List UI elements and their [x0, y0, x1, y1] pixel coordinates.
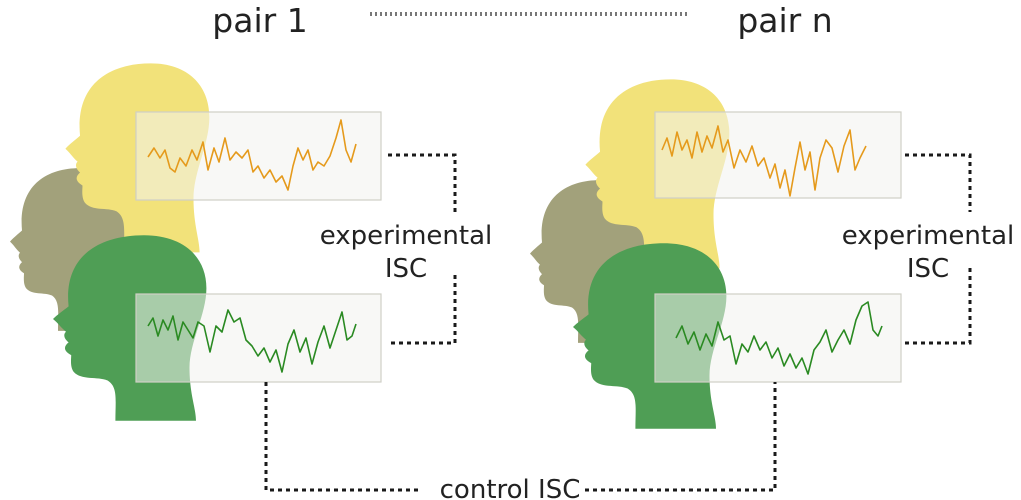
control-isc-connector [264, 382, 777, 492]
lower-signal-box [135, 293, 382, 383]
experimental-label-line2: ISC [907, 254, 949, 284]
upper-signal-box [654, 111, 902, 199]
control-isc-label: control ISC [440, 475, 581, 500]
pair-n-label: pair n [737, 1, 832, 40]
experimental-isc-connector [388, 153, 457, 345]
upper-signal-box [135, 111, 382, 201]
pair-1-group: experimental ISC [10, 63, 493, 421]
lower-signal-trace [675, 301, 883, 375]
upper-signal-trace [661, 125, 867, 197]
lower-signal-box [654, 293, 902, 383]
lower-signal-trace [147, 309, 357, 373]
pair-1-label: pair 1 [212, 1, 307, 40]
experimental-label-line1: experimental [320, 221, 493, 251]
experimental-label-line2: ISC [385, 254, 427, 284]
upper-signal-trace [147, 119, 357, 191]
pair-n-group: experimental ISC [530, 79, 1015, 429]
experimental-isc-connector [905, 153, 972, 345]
experimental-label-line1: experimental [842, 221, 1015, 251]
